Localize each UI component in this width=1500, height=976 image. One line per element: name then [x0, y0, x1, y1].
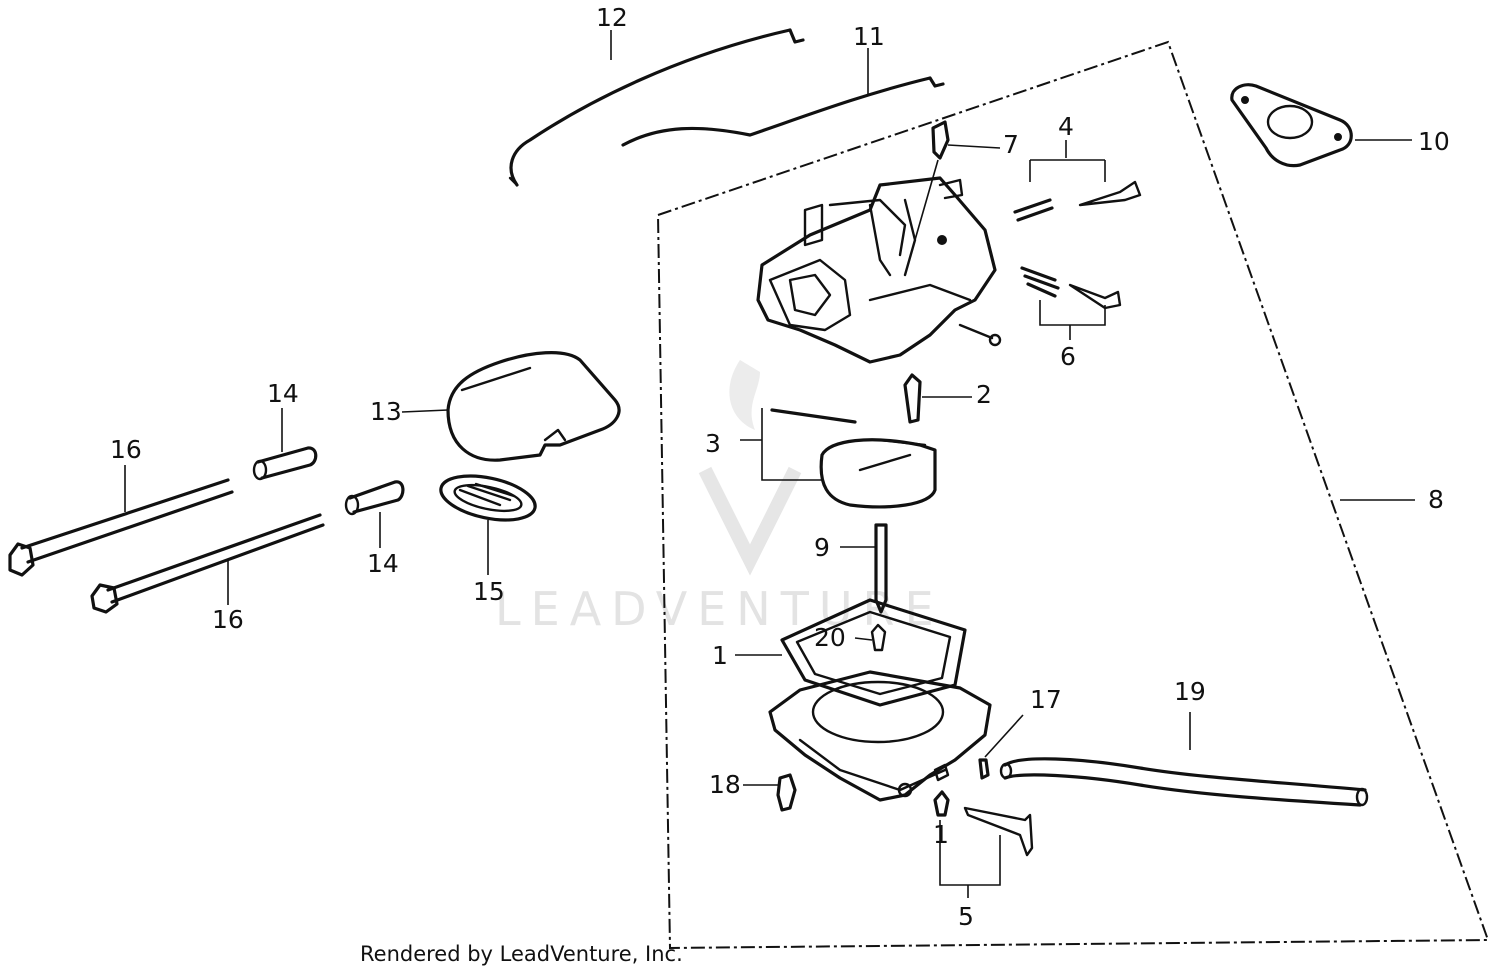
- callout-17: 17: [1030, 685, 1062, 714]
- callout-15: 15: [473, 577, 505, 606]
- part-14-collar-lower: [344, 480, 405, 548]
- part-11-rod: [621, 76, 945, 147]
- callout-9: 9: [814, 533, 830, 562]
- callout-12: 12: [596, 3, 628, 32]
- callout-10: 10: [1418, 127, 1450, 156]
- part-7-screw: [914, 120, 1001, 241]
- callout-6: 6: [1060, 342, 1076, 371]
- part-3-float: [740, 408, 937, 509]
- part-16-bolt-lower: [90, 513, 325, 614]
- part-17-clip: [978, 714, 1024, 780]
- part-13-cover: [401, 351, 621, 462]
- callout-20: 20: [814, 623, 846, 652]
- callout-16-lower: 16: [212, 605, 244, 634]
- callout-4: 4: [1058, 112, 1074, 141]
- part-12-rod: [508, 28, 805, 187]
- part-9-needle: [840, 523, 888, 614]
- callout-2: 2: [976, 380, 992, 409]
- part-19-hose: [999, 712, 1369, 807]
- callout-16-upper: 16: [110, 435, 142, 464]
- part-5-drain-screw: [933, 790, 1034, 898]
- part-2-valve: [903, 373, 972, 424]
- callout-1-drain: 1: [933, 820, 949, 849]
- watermark-text: LEADVENTURE: [495, 582, 944, 636]
- callout-14-lower: 14: [367, 549, 399, 578]
- float-bowl: [768, 670, 992, 802]
- part-6-screw-set: [1020, 266, 1122, 340]
- callout-1-gasket: 1: [712, 641, 728, 670]
- callout-5: 5: [958, 902, 974, 931]
- watermark: LEADVENTURE: [495, 360, 944, 636]
- callout-18: 18: [709, 770, 741, 799]
- part-18-screw: [743, 773, 797, 812]
- part-15-element: [439, 474, 537, 575]
- footer-credit: Rendered by LeadVenture, Inc.: [360, 942, 683, 966]
- callout-8: 8: [1428, 485, 1444, 514]
- callout-19: 19: [1174, 677, 1206, 706]
- part-4-screw-set: [1013, 140, 1142, 222]
- part-1-gasket: [735, 598, 967, 707]
- carburetor-body: [756, 176, 1002, 364]
- assembly-outline: [656, 40, 1490, 950]
- part-14-collar-upper: [252, 408, 318, 481]
- callout-11: 11: [853, 22, 885, 51]
- part-10-gasket: [1230, 83, 1353, 168]
- callout-14-upper: 14: [267, 379, 299, 408]
- callout-7: 7: [1003, 130, 1019, 159]
- part-16-bolt-upper: [8, 465, 234, 577]
- part-20-leader: [854, 637, 873, 641]
- callout-13: 13: [370, 397, 402, 426]
- callout-3: 3: [705, 429, 721, 458]
